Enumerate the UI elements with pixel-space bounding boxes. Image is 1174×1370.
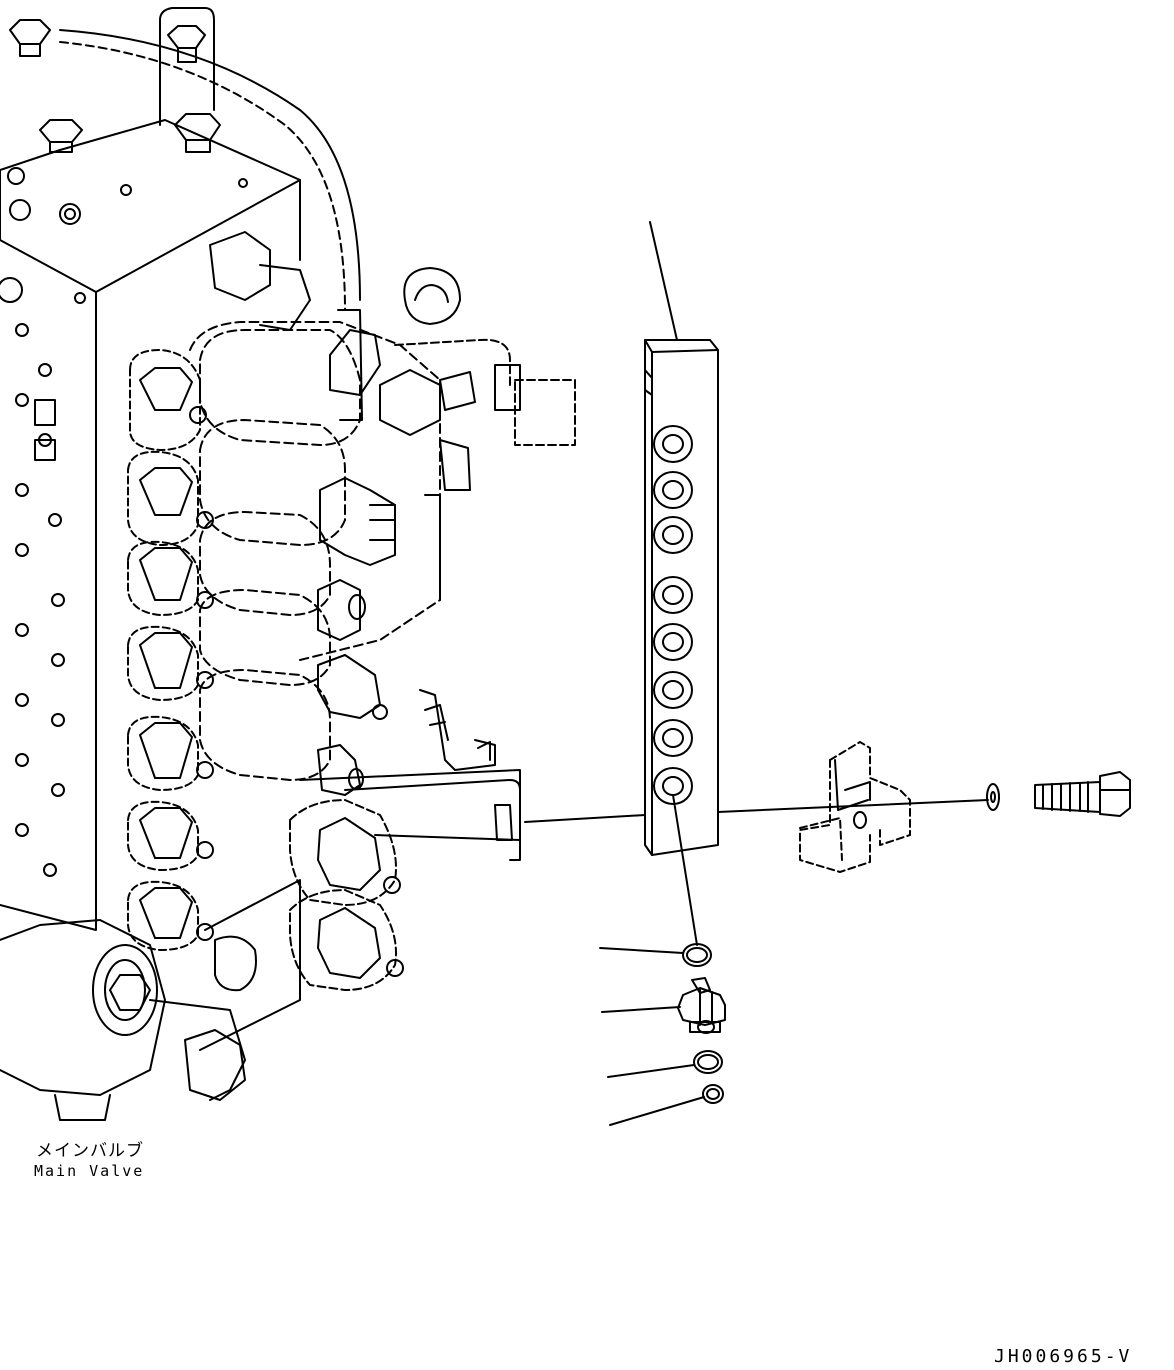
leader-port-axis (672, 794, 698, 946)
o-ring-1 (682, 943, 712, 967)
leader-o-ring-2 (607, 1064, 695, 1078)
label-main-valve-jp: メインバルブ (36, 1140, 144, 1161)
mounting-bracket-right (799, 741, 911, 873)
label-main-valve-en: Main Valve (34, 1162, 144, 1180)
mounting-bolt (1034, 771, 1131, 817)
solenoid-valve-block (189, 231, 576, 796)
mounting-bracket-left (344, 689, 521, 861)
manifold-ports (653, 425, 693, 805)
leader-manifold (649, 221, 678, 341)
sensor-fitting (677, 977, 726, 1034)
o-ring-2 (693, 1050, 723, 1074)
drawing-code: JH006965-V (994, 1346, 1132, 1367)
leader-o-ring-3 (609, 1096, 705, 1126)
spool-caps (127, 349, 214, 951)
manifold-block (644, 339, 719, 856)
o-ring-3 (702, 1084, 724, 1104)
leader-o-ring-1 (599, 947, 684, 954)
washer (986, 783, 1000, 811)
leader-mount-left (524, 814, 646, 823)
leader-sensor-fitting (601, 1006, 681, 1013)
valve-face-ports (15, 323, 65, 877)
main-valve-assembly (0, 7, 576, 1121)
